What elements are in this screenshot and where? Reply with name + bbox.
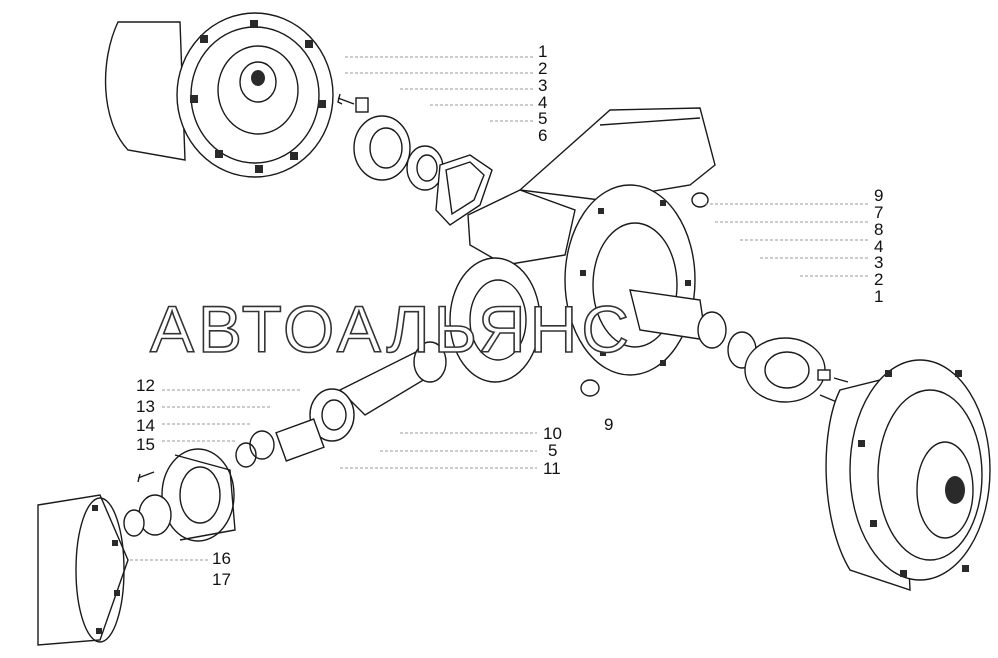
callout-number: 2 xyxy=(874,270,883,289)
callouts-center-bottom: 10 5 11 xyxy=(543,424,562,478)
callout-number: 8 xyxy=(874,220,883,239)
callout-number: 10 xyxy=(543,424,562,443)
callout-number: 15 xyxy=(136,435,155,454)
callout-number: 11 xyxy=(543,459,561,478)
callout-number: 12 xyxy=(136,376,155,395)
callout-number: 1 xyxy=(538,42,547,61)
callout-number: 13 xyxy=(136,397,155,416)
lower-right-wheel-hub xyxy=(825,359,991,591)
upper-left-parts xyxy=(337,93,493,226)
callout-number: 9 xyxy=(604,415,613,434)
left-flange xyxy=(123,448,236,542)
callout-number: 4 xyxy=(874,237,883,256)
callout-number: 1 xyxy=(874,287,883,306)
callout-number: 4 xyxy=(538,93,547,112)
callouts-bottom-left: 16 17 xyxy=(212,549,231,589)
callout-number: 2 xyxy=(538,59,547,78)
callout-number: 7 xyxy=(874,203,883,222)
watermark: АВТОАЛЬЯНС xyxy=(150,292,633,366)
callouts-left: 12 13 14 15 xyxy=(136,376,155,454)
callout-number: 16 xyxy=(212,549,231,568)
leader-lines xyxy=(130,56,870,561)
upper-left-wheel-hub xyxy=(104,12,334,178)
callouts-upper-left: 1 2 3 4 5 6 xyxy=(538,42,547,145)
callout-number: 3 xyxy=(538,76,547,95)
callout-number: 3 xyxy=(874,253,883,272)
callout-number: 17 xyxy=(212,570,231,589)
callout-number: 9 xyxy=(874,186,883,205)
callouts-right: 9 7 8 4 3 2 1 xyxy=(874,186,883,306)
callout-number: 5 xyxy=(538,109,547,128)
callout-number: 5 xyxy=(548,441,557,460)
callout-number: 6 xyxy=(538,126,547,145)
bottom-left-housing xyxy=(37,494,129,646)
right-side-parts xyxy=(580,192,881,421)
callout-number: 14 xyxy=(136,416,155,435)
pinion-shaft-assembly xyxy=(235,341,447,468)
